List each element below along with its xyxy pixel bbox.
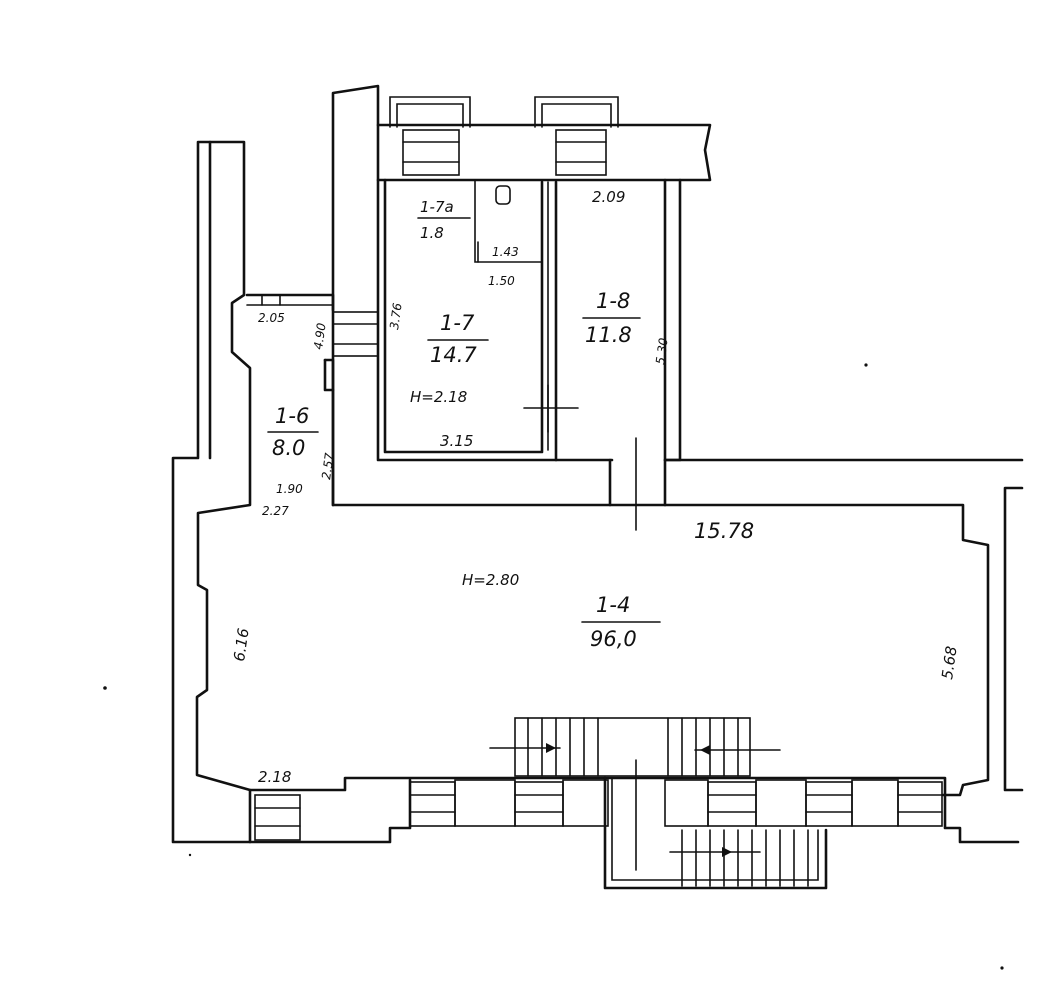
room-1-7-height: H=2.18 — [410, 388, 467, 406]
window-shaft — [332, 311, 379, 357]
dim-small-143: 1.43 — [492, 245, 519, 259]
room-1-6-id: 1-6 — [275, 404, 309, 428]
dim-corridor-257: 2.57 — [319, 452, 337, 481]
room-label-1-6: 1-6 8.0 — [267, 404, 319, 460]
window-piers — [454, 779, 899, 827]
room-1-4-area: 96,0 — [590, 627, 637, 651]
scan-specks — [103, 363, 1004, 970]
window-top-2 — [534, 96, 619, 176]
dim-left-205: 2.05 — [258, 311, 285, 325]
dim-room7-bottom: 3.15 — [440, 432, 473, 450]
wc-fixture — [495, 185, 511, 205]
room-label-1-8: 1-8 11.8 — [582, 289, 641, 347]
stair-block-inner — [611, 777, 819, 881]
window-bottom-4 — [707, 781, 757, 827]
window-bottom-5 — [805, 781, 853, 827]
left-outer-wall — [171, 140, 252, 844]
hall-bottom-wall — [248, 776, 607, 792]
wc-partition — [474, 179, 543, 263]
dim-corridor-bottom: 2.27 — [262, 504, 289, 518]
dim-hall-left: 6.16 — [230, 627, 252, 663]
right-adjacent-wall — [1003, 486, 1024, 792]
room-1-7-wall — [376, 178, 614, 462]
room-1-8-wall — [663, 178, 682, 462]
stairs-bottom — [635, 759, 809, 887]
dim-small-150: 1.50 — [488, 274, 515, 288]
room-1-4-height: H=2.80 — [462, 571, 519, 589]
window-bottom-6 — [897, 781, 943, 827]
window-bottom-2 — [409, 781, 456, 827]
window-1-6-top — [246, 294, 334, 306]
dim-hall-top: 15.78 — [694, 519, 754, 543]
window-bottom-1 — [254, 794, 301, 841]
room-1-8-id: 1-8 — [596, 289, 630, 313]
windows — [246, 96, 943, 841]
room-1-6-area: 8.0 — [272, 436, 305, 460]
room-1-7-area: 14.7 — [430, 343, 477, 367]
dim-vertical-490: 4.90 — [311, 322, 329, 351]
shaft-wall — [331, 84, 380, 507]
hall-top-wall-right — [663, 503, 990, 797]
room-1-6-wall — [323, 358, 612, 507]
stair-block — [603, 776, 828, 890]
hall-bottom-right — [603, 776, 1020, 844]
dimensions: 2.09 3.15 1.43 1.50 1.90 2.27 2.57 3.76 … — [230, 188, 960, 786]
walls — [171, 84, 1024, 890]
dim-top-right: 2.09 — [592, 188, 625, 206]
room-1-6-wall-inner — [323, 358, 335, 392]
room-1-7a-id: 1-7a — [420, 198, 454, 216]
window-bottom-3 — [514, 781, 564, 827]
dim-bottom-left: 2.18 — [258, 768, 291, 786]
room-label-1-4: 1-4 96,0 H=2.80 — [462, 571, 661, 651]
window-top-1 — [389, 96, 471, 176]
hall-top-wall — [608, 458, 667, 507]
dim-vertical-376: 3.76 — [387, 302, 405, 331]
stairs-top — [489, 717, 781, 777]
room-1-7-inner-wall — [383, 178, 544, 454]
shaft-wall-inner — [245, 293, 335, 312]
top-band-wall — [376, 123, 712, 182]
dim-hall-right: 5.68 — [938, 645, 960, 681]
room-label-1-7: 1-7 14.7 H=2.18 — [410, 311, 489, 406]
room-1-4-id: 1-4 — [596, 593, 630, 617]
room-label-1-7a: 1-7a 1.8 — [417, 198, 471, 242]
room-1-7-id: 1-7 — [440, 311, 475, 335]
doors — [474, 179, 637, 531]
room-1-7a-area: 1.8 — [420, 224, 444, 242]
room-1-8-area: 11.8 — [585, 323, 632, 347]
dim-room8-side: 5.30 — [653, 337, 671, 366]
dim-corridor-190: 1.90 — [276, 482, 303, 496]
